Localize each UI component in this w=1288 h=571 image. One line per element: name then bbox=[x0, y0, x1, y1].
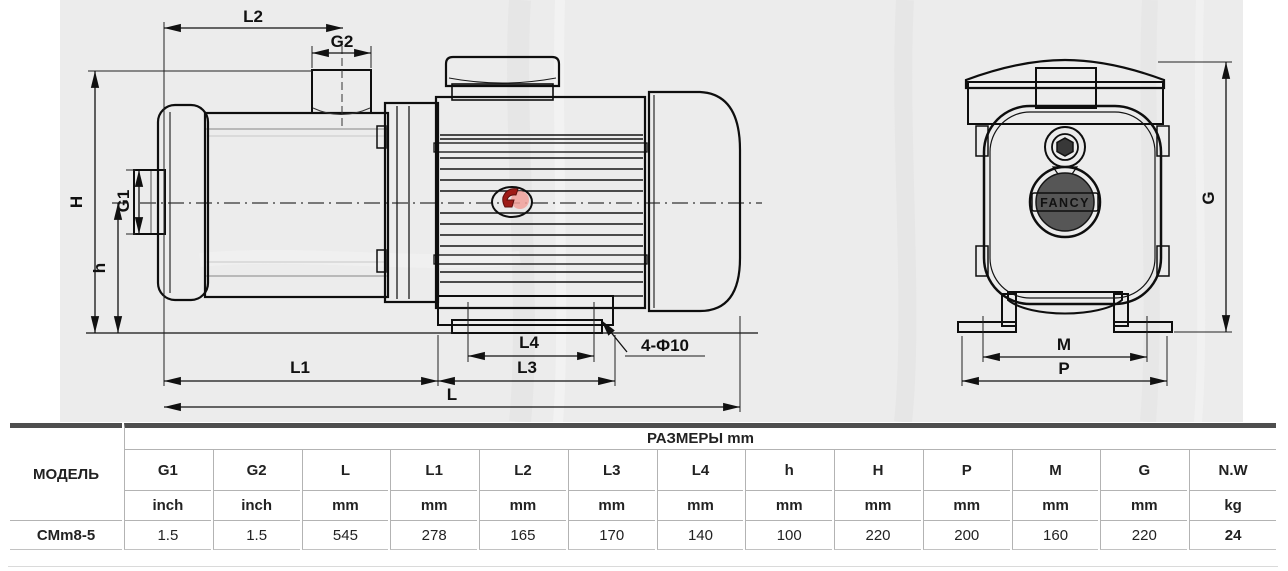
col-header-p: P bbox=[922, 450, 1010, 491]
table-bottom-rule bbox=[8, 566, 1278, 567]
front-view-dimensions: G M P bbox=[961, 61, 1232, 386]
pump-front-view: FANCY bbox=[957, 58, 1173, 362]
tie-rod-band-top bbox=[433, 142, 648, 153]
col-header-l: L bbox=[301, 450, 389, 491]
terminal-box bbox=[451, 83, 554, 101]
value-cell-h-big: 220 bbox=[834, 521, 921, 550]
col-header-h-big: H bbox=[834, 450, 921, 491]
unit-cell: mm bbox=[922, 491, 1010, 521]
unit-cell: mm bbox=[1100, 491, 1188, 521]
dim-label-L1: L1 bbox=[290, 358, 310, 377]
tie-rod-band-bottom bbox=[433, 254, 648, 265]
value-cell-l1: 278 bbox=[390, 521, 478, 550]
col-header-g1: G1 bbox=[124, 450, 211, 491]
dim-label-G: G bbox=[1199, 191, 1218, 204]
terminal-box-red-cap bbox=[444, 55, 561, 88]
value-cell-l3: 170 bbox=[567, 521, 655, 550]
brand-logo-side bbox=[491, 186, 533, 218]
dimensions-table: МОДЕЛЬ РАЗМЕРЫ mm G1 G2 L L1 L2 L3 L4 h … bbox=[8, 423, 1278, 550]
value-cell-g1: 1.5 bbox=[124, 521, 211, 550]
col-header-l2: L2 bbox=[479, 450, 566, 491]
suction-port bbox=[133, 169, 166, 235]
dim-label-L3: L3 bbox=[517, 358, 537, 377]
brand-logo-front: FANCY bbox=[1028, 165, 1102, 239]
front-red-cap bbox=[964, 58, 1166, 90]
value-cell-p: 200 bbox=[922, 521, 1010, 550]
value-cell-l2: 165 bbox=[479, 521, 566, 550]
col-header-m: M bbox=[1011, 450, 1099, 491]
col-header-l3: L3 bbox=[567, 450, 655, 491]
dim-label-H: H bbox=[67, 196, 86, 208]
motor-body bbox=[434, 95, 647, 310]
dim-label-L: L bbox=[447, 385, 457, 404]
unit-cell: kg bbox=[1189, 491, 1276, 521]
fan-cover bbox=[647, 90, 742, 313]
col-header-l4: L4 bbox=[656, 450, 744, 491]
unit-cell: mm bbox=[656, 491, 744, 521]
unit-cell: inch bbox=[212, 491, 300, 521]
holes-note-label: 4-Φ10 bbox=[641, 336, 689, 355]
value-cell-m: 160 bbox=[1011, 521, 1099, 550]
dim-label-L4: L4 bbox=[519, 333, 539, 352]
unit-cell: mm bbox=[301, 491, 389, 521]
pump-side-view bbox=[86, 46, 762, 334]
unit-cell: inch bbox=[124, 491, 211, 521]
unit-cell: mm bbox=[745, 491, 833, 521]
model-value: CMm8-5 bbox=[10, 521, 122, 550]
technical-drawing: L2 G2 H h G1 L1 L3 L4 L 4-Φ10 bbox=[60, 0, 1243, 422]
unit-cell: mm bbox=[1011, 491, 1099, 521]
value-cell-nw: 24 bbox=[1189, 521, 1276, 550]
value-cell-g: 220 bbox=[1100, 521, 1188, 550]
suction-flange bbox=[156, 103, 210, 302]
dim-label-h: h bbox=[90, 263, 109, 273]
value-cell-g2: 1.5 bbox=[212, 521, 300, 550]
front-body bbox=[982, 104, 1163, 306]
unit-cell: mm bbox=[834, 491, 921, 521]
value-cell-l: 545 bbox=[301, 521, 389, 550]
dim-label-G2: G2 bbox=[331, 32, 354, 51]
value-cell-h-small: 100 bbox=[745, 521, 833, 550]
col-header-nw: N.W bbox=[1189, 450, 1276, 491]
motor-foot bbox=[437, 295, 614, 326]
unit-cell: mm bbox=[567, 491, 655, 521]
col-header-l1: L1 bbox=[390, 450, 478, 491]
value-cell-l4: 140 bbox=[656, 521, 744, 550]
dimensions-group-header: РАЗМЕРЫ mm bbox=[124, 423, 1276, 450]
pump-sleeve bbox=[203, 111, 390, 299]
cap-notch bbox=[1035, 67, 1097, 109]
pump-casing bbox=[383, 101, 440, 304]
col-header-g2: G2 bbox=[212, 450, 300, 491]
dim-label-M: M bbox=[1057, 335, 1071, 354]
col-header-g: G bbox=[1100, 450, 1188, 491]
model-column-header: МОДЕЛЬ bbox=[10, 423, 122, 521]
dim-label-L2: L2 bbox=[243, 7, 263, 26]
brand-logo-text: FANCY bbox=[1040, 196, 1090, 210]
side-view-dimensions: L2 G2 H h G1 L1 L3 L4 L 4-Φ10 bbox=[67, 7, 741, 412]
unit-cell: mm bbox=[390, 491, 478, 521]
col-header-h-small: h bbox=[745, 450, 833, 491]
dim-label-P: P bbox=[1058, 359, 1069, 378]
unit-cell: mm bbox=[479, 491, 566, 521]
dim-label-G1: G1 bbox=[114, 190, 133, 213]
